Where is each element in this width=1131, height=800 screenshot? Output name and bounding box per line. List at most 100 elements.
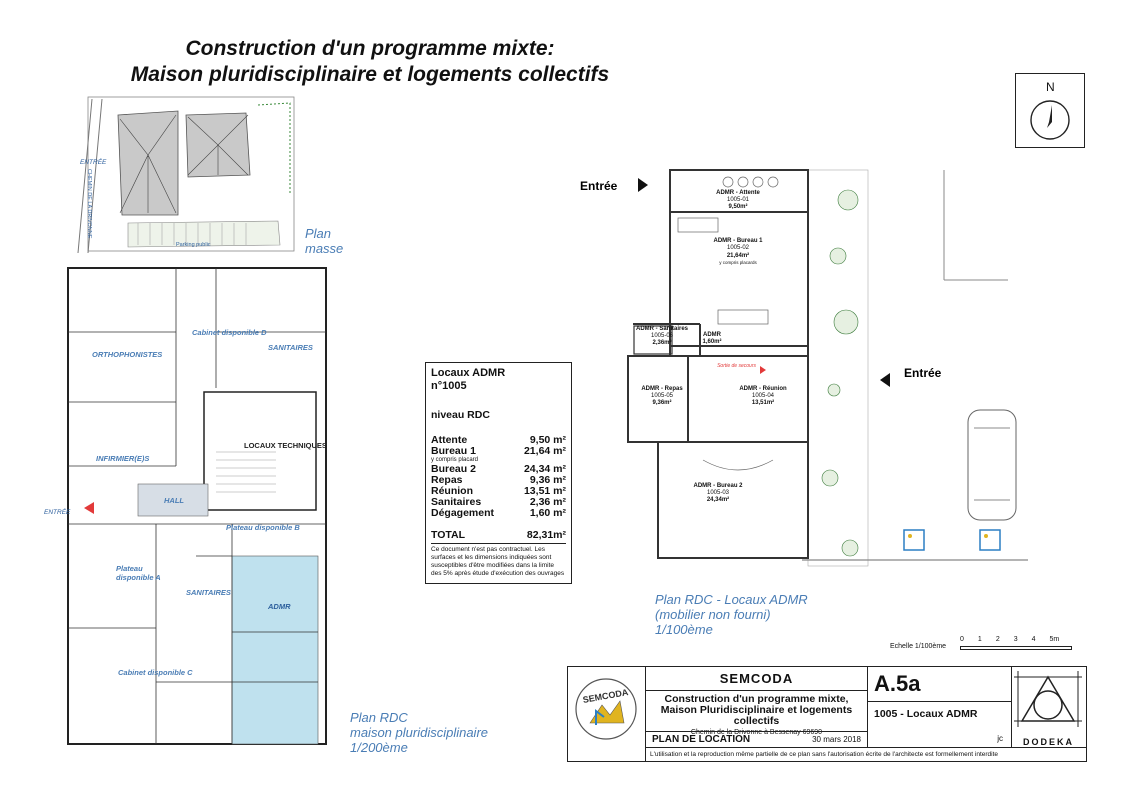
row-value: 9,36 m²: [529, 474, 566, 486]
ground-plan-label: Plan RDC maison pluridisciplinaire 1/200…: [350, 710, 488, 755]
room-bureau1-area: 21,64m²: [727, 252, 749, 259]
row-note: y compris placard: [431, 457, 479, 463]
architect-name: DODEKA: [1022, 737, 1074, 747]
zone-sanitaires-top: SANITAIRES: [268, 343, 313, 352]
scale-tick: 1: [977, 636, 982, 643]
accessible-parking-icon: [903, 529, 1001, 551]
copyright-footer: L'utilisation et la reproduction même pa…: [646, 747, 1086, 761]
scale-graphic: [960, 646, 1072, 650]
room-bureau2-ref: 1005-03: [707, 490, 730, 496]
room-bureau2-area: 24,34m²: [707, 496, 729, 503]
room-sanitaires-area: 2,36m²: [652, 339, 671, 346]
semcoda-logo: SEMCODA: [568, 667, 646, 761]
admr-entree-top-label: Entrée: [580, 179, 618, 193]
site-road-label: CHEMIN DE LA DRIVONNE: [86, 169, 92, 239]
admr-plan-label: Plan RDC - Locaux ADMR (mobilier non fou…: [655, 592, 808, 637]
ground-entree-label: ENTRÉE: [44, 507, 71, 516]
room-repas-ref: 1005-05: [651, 393, 674, 399]
room-sanitaires-ref: 1005-06: [651, 333, 674, 339]
project-address: Chemin de la Drivonne à Bessenay 69690: [690, 729, 823, 736]
room-attente-ref: 1005-01: [727, 197, 750, 203]
row-name: Repas: [431, 474, 463, 486]
surface-table-level: niveau RDC: [431, 409, 490, 421]
surface-table-heading-1: Locaux ADMR: [431, 367, 506, 379]
site-plan-label: Plan masse: [305, 226, 343, 256]
room-bureau1-name: ADMR - Bureau 1: [713, 238, 763, 244]
room-bureau1-note: y compris placards: [719, 260, 757, 265]
sheet-cell: A.5a 1005 - Locaux ADMR jc: [868, 667, 1012, 761]
table-row: Dégagement 1,60 m²: [431, 508, 566, 519]
room-bureau2-name: ADMR - Bureau 2: [693, 483, 743, 489]
compass-icon: [1030, 100, 1070, 140]
room-attente-name: ADMR - Attente: [716, 190, 760, 196]
scale-tick: 4: [1031, 636, 1036, 643]
site-plan-label-line-2: masse: [305, 241, 344, 256]
scale-tick: 3: [1013, 636, 1018, 643]
north-letter: N: [1046, 80, 1055, 94]
scale-ticks: 0 1 2 3 4 5m: [960, 636, 1059, 643]
room-reunion-ref: 1005-04: [752, 393, 775, 399]
zone-plateau-b: Plateau disponible B: [226, 523, 300, 532]
zone-hall: HALL: [164, 496, 184, 505]
room-attente-area: 9,50m²: [728, 203, 747, 210]
row-name: Bureau 1: [431, 445, 476, 457]
semcoda-logo-icon: SEMCODA: [575, 678, 637, 740]
row-name: Sanitaires: [431, 496, 482, 508]
room-repas-name: ADMR - Repas: [641, 386, 683, 392]
client-name: SEMCODA: [719, 671, 794, 686]
ground-plan-label-line-3: 1/200ème: [350, 740, 408, 755]
sheet-number: A.5a: [874, 671, 921, 696]
room-degagement-area: 1,60m²: [702, 338, 721, 345]
project-cell: SEMCODA Construction d'un programme mixt…: [646, 667, 868, 761]
scale-label: Echelle 1/100ème: [890, 643, 947, 650]
room-degagement-name: ADMR: [703, 332, 722, 338]
north-compass: N: [1015, 73, 1085, 148]
admr-plan-label-line-3: 1/100ème: [655, 622, 713, 637]
row-name: Bureau 2: [431, 463, 476, 475]
sheet-title: 1005 - Locaux ADMR: [868, 701, 1011, 720]
table-row: Attente 9,50 m²: [431, 435, 566, 446]
page-title: Construction d'un programme mixte: Maiso…: [100, 36, 640, 88]
room-reunion-area: 13,51m²: [752, 399, 774, 406]
admr-entree-right-label: Entrée: [904, 366, 942, 380]
disclaimer: Ce document n'est pas contractuel. Les s…: [431, 546, 565, 577]
table-row: y compris placard: [431, 457, 566, 464]
plan-row: PLAN DE LOCATION 30 mars 2018: [646, 731, 867, 747]
row-value: 1,60 m²: [529, 507, 566, 519]
sortie-secours-label: Sortie de secours: [717, 363, 756, 369]
row-name: Dégagement: [431, 507, 495, 519]
site-entree-label: ENTRÉE: [80, 157, 107, 166]
table-row: Repas 9,36 m²: [431, 475, 566, 486]
title-line-1: Construction d'un programme mixte:: [185, 37, 555, 60]
dodeka-logo-icon: [1014, 671, 1082, 727]
zone-locaux-techniques: LOCAUX TECHNIQUES: [244, 441, 327, 450]
admr-plan-label-line-2: (mobilier non fourni): [655, 607, 771, 622]
surface-table: Locaux ADMR n°1005 niveau RDC Attente 9,5…: [425, 362, 572, 584]
room-repas-area: 9,36m²: [652, 399, 671, 406]
surface-total: TOTAL 82,31m²: [431, 529, 566, 544]
zone-cabinet-d: Cabinet disponible D: [192, 328, 267, 337]
title-line-2: Maison pluridisciplinaire et logements c…: [130, 63, 610, 86]
row-value: 13,51 m²: [523, 485, 566, 497]
admr-plan: ADMR - Attente 1005-01 9,50m² ADMR - Bur…: [580, 169, 1028, 567]
plan-name: PLAN DE LOCATION: [652, 734, 751, 745]
row-name: Attente: [431, 434, 468, 446]
total-label: TOTAL: [431, 529, 466, 541]
room-bureau1-ref: 1005-02: [727, 245, 750, 251]
zone-admr: ADMR: [267, 602, 291, 611]
total-value: 82,31m²: [526, 529, 566, 541]
ground-plan-label-line-1: Plan RDC: [350, 710, 408, 725]
ground-plan-label-line-2: maison pluridisciplinaire: [350, 725, 489, 740]
admr-entree-top-arrow-icon: [638, 178, 648, 192]
title-block: SEMCODA SEMCODA Construction d'un progra…: [567, 666, 1087, 762]
row-value: 9,50 m²: [529, 434, 566, 446]
admr-entree-right-arrow-icon: [880, 373, 890, 387]
site-parking-label: Parking public: [176, 242, 211, 248]
ground-floor-plan: Cabinet disponible D ORTHOPHONISTES SANI…: [44, 267, 327, 745]
secours-arrow-icon: [760, 366, 766, 374]
ground-entrance-arrow-icon: [84, 502, 94, 514]
project-title: Construction d'un programme mixte, Maiso…: [646, 690, 867, 727]
surface-table-heading-2: n°1005: [431, 380, 467, 392]
scale-tick: 2: [995, 636, 1000, 643]
